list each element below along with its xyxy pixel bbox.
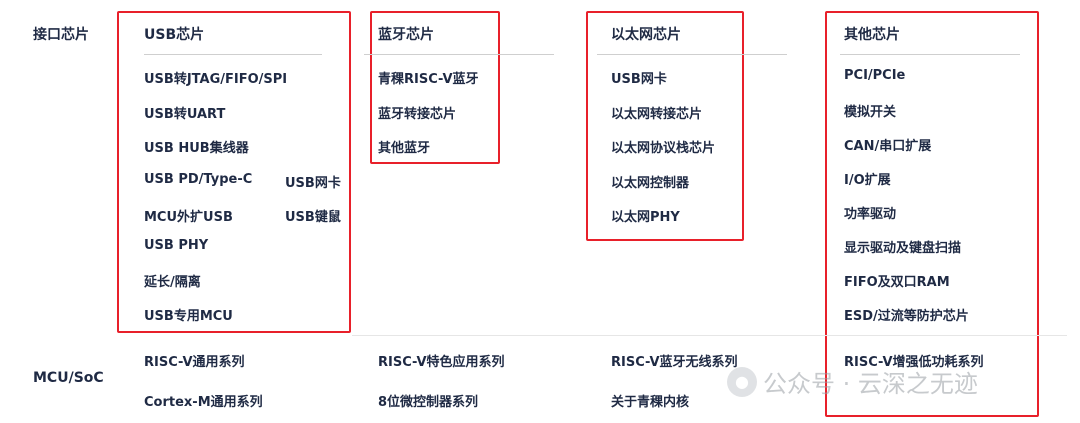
bluetooth-highlight-box <box>370 11 500 164</box>
ethernet-item-protocol-stack[interactable]: 以太网协议栈芯片 <box>611 141 716 156</box>
mcu-riscv-low-power[interactable]: RISC-V增强低功耗系列 <box>844 355 984 370</box>
usb-divider <box>144 54 322 55</box>
mcu-about-qingke[interactable]: 关于青稞内核 <box>611 395 690 410</box>
bluetooth-divider <box>364 54 554 55</box>
usb-item-hub[interactable]: USB HUB集线器 <box>144 141 249 156</box>
other-item-io-ext[interactable]: I/O扩展 <box>844 173 891 188</box>
usb-item-network-card[interactable]: USB网卡 <box>285 176 341 191</box>
usb-item-dedicated-mcu[interactable]: USB专用MCU <box>144 309 233 324</box>
bluetooth-item-riscv[interactable]: 青稞RISC-V蓝牙 <box>378 72 479 87</box>
wechat-icon: ● <box>727 366 757 397</box>
usb-item-pd-typec[interactable]: USB PD/Type-C <box>144 172 253 187</box>
watermark: ● 公众号 · 云深之无迹 <box>727 364 978 399</box>
usb-highlight-box <box>117 11 351 333</box>
other-item-can-serial[interactable]: CAN/串口扩展 <box>844 139 932 154</box>
ethernet-highlight-box <box>586 11 744 241</box>
mcu-8bit[interactable]: 8位微控制器系列 <box>378 395 479 410</box>
ethernet-item-usb-nic[interactable]: USB网卡 <box>611 72 667 87</box>
other-item-pci[interactable]: PCI/PCIe <box>844 68 906 83</box>
mcu-row-separator <box>352 335 1067 336</box>
other-column-title: 其他芯片 <box>844 27 900 43</box>
usb-item-keyboard-mouse[interactable]: USB键鼠 <box>285 210 341 225</box>
ethernet-item-controller[interactable]: 以太网控制器 <box>611 176 690 191</box>
other-item-fifo-ram[interactable]: FIFO及双口RAM <box>844 275 950 290</box>
mcu-cortex-m[interactable]: Cortex-M通用系列 <box>144 395 263 410</box>
other-item-analog-switch[interactable]: 模拟开关 <box>844 105 897 120</box>
usb-item-phy[interactable]: USB PHY <box>144 238 209 253</box>
bluetooth-item-adapter[interactable]: 蓝牙转接芯片 <box>378 107 457 122</box>
mcu-riscv-special[interactable]: RISC-V特色应用系列 <box>378 355 505 370</box>
other-item-power-driver[interactable]: 功率驱动 <box>844 207 897 222</box>
ethernet-divider <box>597 54 787 55</box>
bluetooth-item-other[interactable]: 其他蓝牙 <box>378 141 431 156</box>
ethernet-column-title: 以太网芯片 <box>611 27 681 43</box>
usb-item-mcu-ext[interactable]: MCU外扩USB <box>144 210 233 225</box>
section-label-interface-chips: 接口芯片 <box>33 27 89 43</box>
usb-column-title: USB芯片 <box>144 27 205 43</box>
other-divider <box>840 54 1020 55</box>
usb-item-uart[interactable]: USB转UART <box>144 107 226 122</box>
ethernet-item-phy[interactable]: 以太网PHY <box>611 210 680 225</box>
usb-item-extend-isolate[interactable]: 延长/隔离 <box>144 275 201 290</box>
bluetooth-column-title: 蓝牙芯片 <box>378 27 434 43</box>
mcu-riscv-general[interactable]: RISC-V通用系列 <box>144 355 245 370</box>
usb-item-jtag[interactable]: USB转JTAG/FIFO/SPI <box>144 72 288 87</box>
other-item-display-driver[interactable]: 显示驱动及键盘扫描 <box>844 241 962 256</box>
other-item-esd[interactable]: ESD/过流等防护芯片 <box>844 309 969 324</box>
watermark-text: 公众号 · 云深之无迹 <box>763 370 978 398</box>
section-label-mcu-soc: MCU/SoC <box>33 370 104 386</box>
other-highlight-box <box>825 11 1039 417</box>
ethernet-item-adapter[interactable]: 以太网转接芯片 <box>611 107 703 122</box>
mcu-riscv-bluetooth[interactable]: RISC-V蓝牙无线系列 <box>611 355 738 370</box>
